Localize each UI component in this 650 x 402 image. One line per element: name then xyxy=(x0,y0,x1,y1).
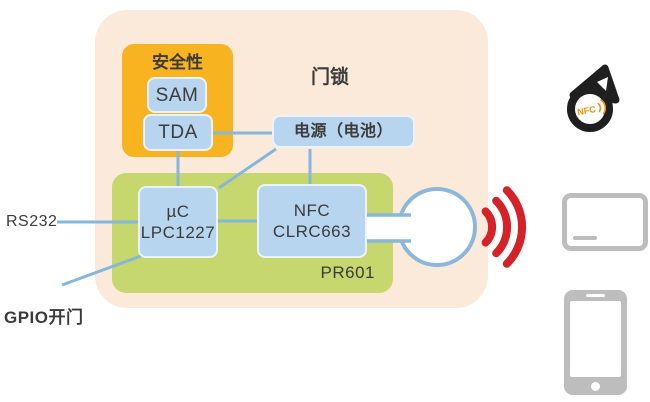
tablet-home-bar xyxy=(573,236,597,240)
antenna-coil xyxy=(397,187,477,267)
connector-lines xyxy=(57,131,312,287)
power-box-label: 电源（电池） xyxy=(293,123,393,140)
mcu-chip: µC LPC1227 xyxy=(138,186,218,258)
antenna-feed-edges xyxy=(366,213,411,243)
tda-chip-label: TDA xyxy=(158,122,198,143)
gpio-connector xyxy=(61,254,142,287)
mcu-chip-line2: LPC1227 xyxy=(140,223,216,242)
keyfob-ring xyxy=(567,86,613,132)
keyfob-hole xyxy=(597,77,608,91)
nfc-chip-line1: NFC xyxy=(293,201,331,220)
tablet-icon xyxy=(562,193,648,251)
smartphone-icon xyxy=(564,290,627,395)
nfc-chip: NFC CLRC663 xyxy=(257,184,367,258)
tda-chip: TDA xyxy=(143,114,213,151)
rs232-interface-label: RS232 xyxy=(6,213,58,230)
mcu-chip-line1: µC xyxy=(166,202,190,221)
nfc-keyfob-icon: NFC xyxy=(567,64,620,132)
power-box: 电源（电池） xyxy=(272,115,415,148)
rf-waves-icon xyxy=(481,186,527,268)
phone-home-button xyxy=(591,382,600,391)
keyfob-logo-text: NFC xyxy=(577,104,597,117)
nfc-chip-line2: CLRC663 xyxy=(272,222,352,241)
pr601-module-label: PR601 xyxy=(320,263,375,282)
sam-chip-label: SAM xyxy=(155,84,199,106)
security-module-title: 安全性 xyxy=(152,53,203,72)
power-mcu-connector xyxy=(218,147,277,190)
phone-screen xyxy=(570,301,621,377)
keyfob-nfc-logo: NFC xyxy=(577,99,607,117)
gpio-interface-label: GPIO开门 xyxy=(4,308,84,327)
door-lock-title: 门锁 xyxy=(310,67,349,88)
sam-chip: SAM xyxy=(147,77,207,113)
antenna-feed-line xyxy=(366,216,410,240)
phone-speaker xyxy=(586,294,605,297)
